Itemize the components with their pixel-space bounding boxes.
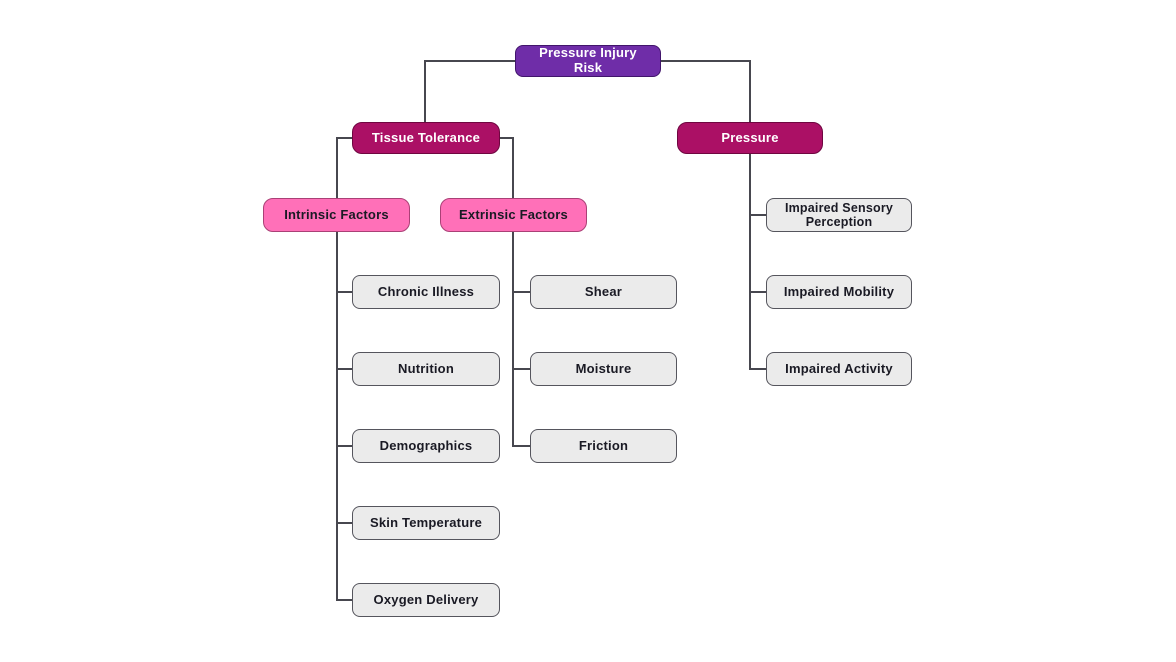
connector-line [660,60,750,62]
connector-line [499,137,513,139]
node-tissue-tolerance: Tissue Tolerance [352,122,500,154]
connector-line [336,599,353,601]
connector-line [749,368,767,370]
node-impaired-activity: Impaired Activity [766,352,912,386]
node-oxygen-delivery: Oxygen Delivery [352,583,500,617]
connector-line [749,214,767,216]
node-pressure-injury-risk: Pressure Injury Risk [515,45,661,77]
connector-line [336,137,338,198]
node-pressure: Pressure [677,122,823,154]
connector-line [749,291,767,293]
node-friction: Friction [530,429,677,463]
node-shear: Shear [530,275,677,309]
connector-line [749,154,751,370]
connector-line [512,137,514,198]
connector-line [336,291,353,293]
connector-line [512,232,514,447]
node-extrinsic-factors: Extrinsic Factors [440,198,587,232]
connector-line [512,368,531,370]
connector-line [336,445,353,447]
node-nutrition: Nutrition [352,352,500,386]
node-impaired-mobility: Impaired Mobility [766,275,912,309]
node-skin-temperature: Skin Temperature [352,506,500,540]
connector-line [512,291,531,293]
connector-line [749,60,751,122]
connector-line [336,522,353,524]
connector-line [424,60,426,122]
connector-line [425,60,516,62]
node-moisture: Moisture [530,352,677,386]
connector-line [336,232,338,601]
connector-line [336,368,353,370]
node-demographics: Demographics [352,429,500,463]
connector-line [512,445,531,447]
connector-line [336,137,353,139]
node-intrinsic-factors: Intrinsic Factors [263,198,410,232]
node-chronic-illness: Chronic Illness [352,275,500,309]
node-impaired-sensory-perception: Impaired Sensory Perception [766,198,912,232]
